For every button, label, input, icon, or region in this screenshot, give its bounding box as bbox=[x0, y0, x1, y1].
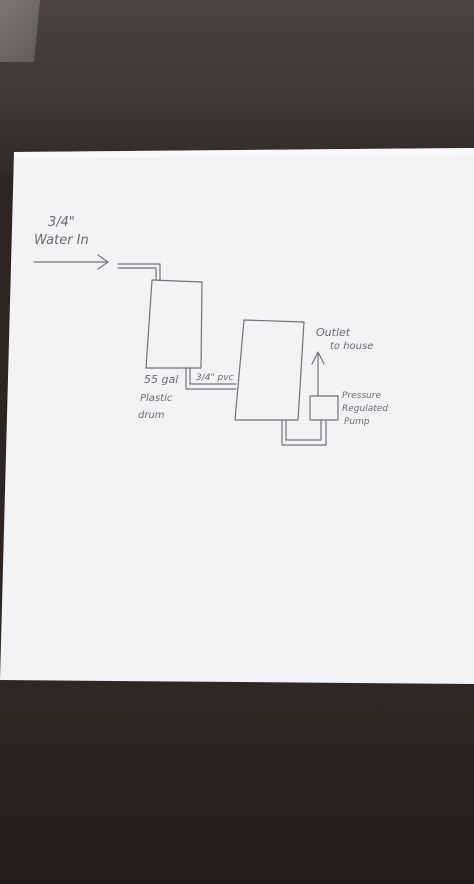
paper-edge-highlight bbox=[14, 148, 474, 158]
drum-word-label: drum bbox=[138, 410, 165, 421]
desk-surface-bottom bbox=[0, 680, 474, 884]
water-in-size-label: 3/4" bbox=[48, 215, 75, 230]
object-corner bbox=[0, 0, 40, 62]
pump-label-line3: Pump bbox=[344, 417, 370, 427]
tank-to-pump-pipe-inner bbox=[285, 419, 322, 441]
inlet-pipe-bottom bbox=[117, 267, 157, 281]
connecting-pipe-inner bbox=[189, 367, 237, 385]
storage-tank bbox=[234, 319, 305, 421]
outlet-label-line1: Outlet bbox=[316, 326, 351, 339]
desk-surface-top bbox=[0, 0, 474, 175]
outlet-label-line2: to house bbox=[330, 341, 373, 352]
paper-surface bbox=[0, 148, 474, 684]
pump-label-line2: Regulated bbox=[342, 404, 388, 414]
pressure-pump bbox=[309, 395, 339, 421]
water-in-label: Water In bbox=[34, 233, 89, 248]
water-in-arrowhead bbox=[97, 254, 109, 270]
pipe-size-label: 3/4" pvc bbox=[196, 373, 234, 383]
connecting-pipe-outer bbox=[185, 367, 237, 390]
drum-material-label: Plastic bbox=[140, 393, 173, 404]
tank-to-pump-pipe-outer bbox=[281, 419, 327, 446]
drum-capacity-label: 55 gal bbox=[144, 373, 178, 386]
plastic-drum bbox=[145, 279, 203, 369]
outlet-arrowhead bbox=[311, 351, 325, 365]
inlet-pipe-top bbox=[117, 263, 161, 281]
pump-label-line1: Pressure bbox=[342, 391, 381, 401]
